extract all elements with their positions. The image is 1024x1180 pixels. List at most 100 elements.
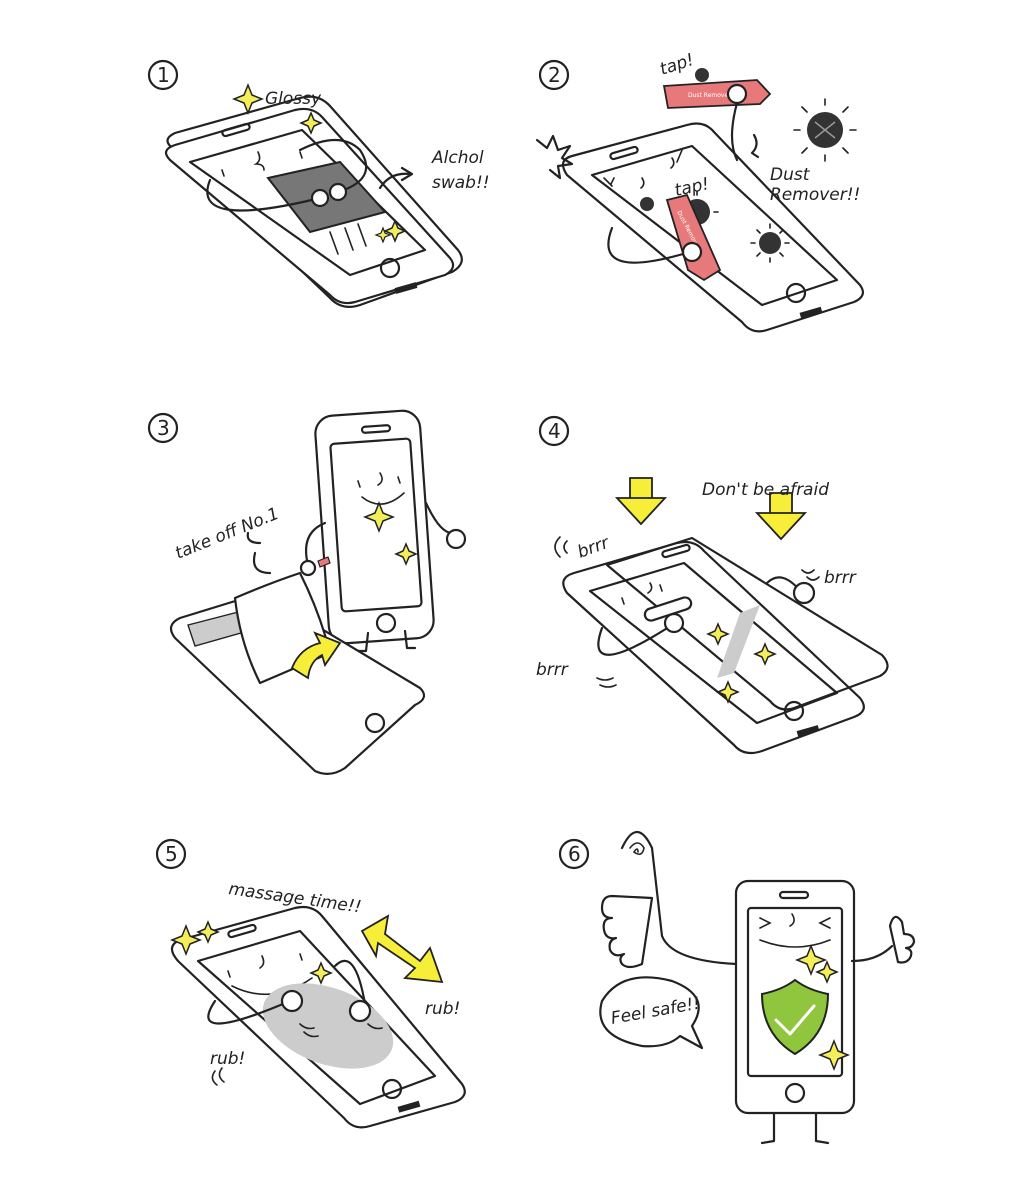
label-take-off: take off No.1: [172, 504, 282, 564]
sparkle-icon: [299, 111, 323, 135]
sparkle-icon: [706, 622, 730, 646]
left-arm: [206, 178, 322, 212]
left-hand: [280, 989, 304, 1013]
vibration-marks: [554, 536, 820, 688]
sparkle-icon: [794, 943, 828, 977]
sparkle-icon: [394, 542, 418, 566]
step-number-badge: [558, 838, 590, 870]
legs: [356, 629, 417, 653]
label-dust: Dust: [770, 165, 811, 185]
dust-particle-icon: [640, 197, 654, 211]
face: [603, 149, 683, 189]
press-down-arrow-icon: [614, 477, 668, 526]
step-number: 4: [548, 419, 561, 443]
pointer-arrow-icon: [750, 133, 760, 159]
charging-port: [394, 282, 418, 294]
pointer-arrow-icon: [378, 166, 414, 190]
pointer-arrow-icon: [246, 531, 272, 575]
phone-body: [561, 122, 864, 333]
peel-arrow-icon: [290, 631, 342, 680]
wipe-marks: [329, 223, 367, 255]
charging-port: [799, 306, 823, 319]
label-glossy: Glossy: [265, 89, 322, 109]
face: [621, 582, 663, 605]
lying-phone-body: [169, 594, 426, 775]
right-hand: [445, 528, 467, 550]
step-number-badge: [538, 59, 570, 91]
sparkle-icon: [374, 226, 392, 244]
step-number-badge: [155, 838, 187, 870]
speaker-slot: [609, 145, 639, 161]
label-rub-right: rub!: [425, 999, 460, 1019]
step-number: 1: [157, 63, 170, 87]
sparkle-icon: [753, 642, 777, 666]
thumb-swirl: [629, 842, 645, 856]
step-2-panel: 2: [512, 0, 1024, 393]
face: [227, 953, 313, 996]
left-hand: [299, 559, 317, 577]
label-brrr-bottom: brrr: [536, 660, 569, 680]
step-number-badge: [538, 415, 570, 447]
sparkle-icon: [383, 219, 407, 243]
label-brrr-left: brrr: [575, 533, 613, 563]
left-arm: [597, 623, 674, 656]
home-button: [364, 712, 386, 734]
right-hand: [348, 999, 372, 1023]
phone-screen: [746, 906, 844, 1078]
step-3-illustration: 3 tak: [147, 409, 467, 775]
right-fist: [888, 915, 916, 964]
label-alcohol: Alchol: [431, 148, 484, 168]
step-1-illustration: 1 Glossy Alch: [147, 59, 490, 308]
dust-particle-icon: [793, 98, 857, 162]
label-swab: swab!!: [432, 173, 490, 193]
step-number-badge: [147, 59, 179, 91]
label-rub-left: rub!: [210, 1049, 245, 1069]
label-dont-be-afraid: Don't be afraid: [702, 480, 829, 500]
home-button: [784, 1082, 806, 1104]
right-arm: [424, 501, 454, 535]
sparkle-icon: [817, 1038, 851, 1072]
phone-body: [562, 540, 865, 755]
left-arm: [620, 830, 739, 966]
sparkle-icon: [196, 920, 220, 944]
speaker-slot: [360, 424, 392, 434]
dust-particle-icon: [695, 68, 709, 82]
protector-glare: [717, 605, 760, 678]
step-number: 2: [548, 63, 561, 87]
home-button: [783, 700, 805, 722]
sparkle-icon: [309, 961, 333, 985]
speaker-slot: [227, 923, 257, 939]
home-button: [375, 612, 397, 634]
right-hand: [792, 581, 816, 605]
step-2-illustration: 2: [535, 50, 864, 333]
screen-protector: [605, 536, 889, 711]
left-fist: [600, 894, 654, 969]
right-arm: [298, 139, 368, 195]
motion-marks: [211, 1067, 225, 1086]
home-button: [785, 282, 807, 304]
left-hand: [663, 612, 685, 634]
step-6-panel: 6 Feel safe!!: [512, 786, 1024, 1179]
face: [221, 151, 303, 177]
phone-screen: [188, 128, 427, 277]
shield-check-icon: [760, 978, 830, 1056]
rub-direction-arrow-icon: [360, 914, 444, 984]
sparkle-icon: [169, 923, 203, 957]
sparkle-icon: [231, 82, 265, 116]
step-4-illustration: 4 Don't be a: [536, 415, 889, 755]
step-number: 5: [165, 842, 178, 866]
right-arm: [850, 944, 894, 963]
step-1-panel: 1 Glossy Alch: [0, 0, 512, 393]
arm: [607, 226, 685, 264]
speaker-slot: [778, 890, 810, 900]
face: [357, 472, 405, 505]
happy-face: [759, 913, 831, 948]
step-number-badge: [147, 412, 179, 444]
right-arm: [333, 959, 367, 1006]
step-number: 3: [157, 416, 170, 440]
dust-remover-sticker: Dust Remover: [662, 79, 772, 109]
home-button: [381, 1078, 403, 1100]
step-3-panel: 3 tak: [0, 393, 512, 786]
home-button: [379, 257, 401, 279]
hand: [681, 241, 703, 263]
